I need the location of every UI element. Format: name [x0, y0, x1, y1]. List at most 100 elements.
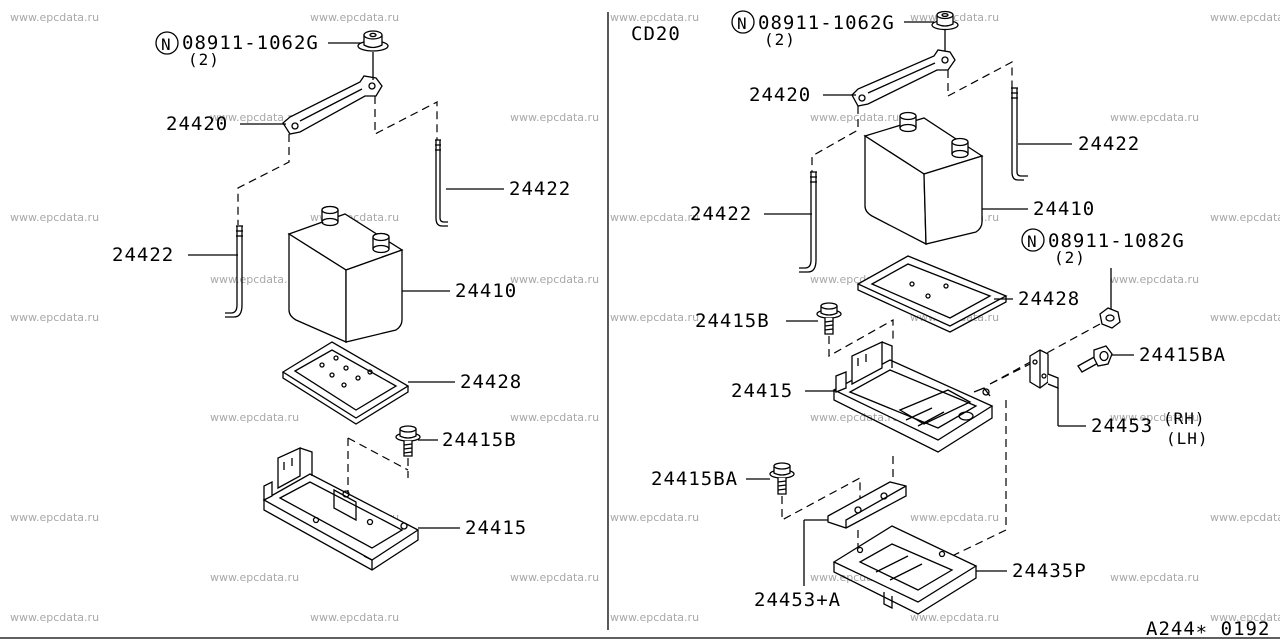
n-symbol-icon [1021, 228, 1045, 252]
flange-nut-icon [931, 10, 959, 60]
battery-hold-bracket-icon [851, 49, 956, 107]
watermark: www.epcdata.ru [810, 111, 899, 124]
callout-24415-right[interactable]: 24415 [731, 380, 836, 402]
watermark: www.epcdata.ru [910, 11, 999, 24]
svg-text:24420: 24420 [166, 113, 228, 135]
watermark: www.epcdata.ru [10, 311, 99, 324]
right-panel: CD20 N 08911-1062G (2) 24420 [631, 10, 1226, 615]
callout-24415b-right[interactable]: 24415B [695, 310, 818, 332]
watermark: www.epcdata.ru [610, 211, 699, 224]
callout-24410-right[interactable]: 24410 [982, 198, 1095, 220]
watermark: www.epcdata.ru [510, 111, 599, 124]
svg-text:24410: 24410 [455, 280, 517, 302]
flange-bolt-icon [769, 462, 795, 495]
watermark-layer: www.epcdata.ru www.epcdata.ru www.epcdat… [10, 11, 1280, 624]
watermark: www.epcdata.ru [1210, 11, 1280, 24]
watermark: www.epcdata.ru [1210, 211, 1280, 224]
assembly-line [989, 363, 1031, 385]
svg-text:24422: 24422 [1078, 133, 1140, 155]
qty-label: (2) [764, 30, 796, 49]
callout-24415-left[interactable]: 24415 [418, 517, 527, 539]
svg-text:24422: 24422 [509, 178, 571, 200]
watermark: www.epcdata.ru [510, 273, 599, 286]
callout-24420-right[interactable]: 24420 [749, 84, 856, 106]
watermark: www.epcdata.ru [10, 11, 99, 24]
svg-text:24428: 24428 [1018, 288, 1080, 310]
svg-text:N: N [1027, 232, 1038, 251]
nut-callout-right-top[interactable]: N 08911-1062G (2) [731, 10, 934, 49]
callout-24422-right-b[interactable]: 24422 [690, 203, 812, 225]
watermark: www.epcdata.ru [510, 411, 599, 424]
svg-text:24415BA: 24415BA [1139, 344, 1226, 366]
watermark: www.epcdata.ru [1110, 571, 1199, 584]
watermark: www.epcdata.ru [910, 511, 999, 524]
callout-24422-right-a[interactable]: 24422 [1018, 133, 1140, 155]
nut-callout-right-mid[interactable]: N 08911-1082G (2) [1021, 228, 1185, 310]
assembly-line [781, 476, 861, 522]
svg-text:24415BA: 24415BA [651, 468, 738, 490]
hook-rod-icon [435, 139, 448, 227]
callout-24428-right[interactable]: 24428 [994, 288, 1080, 310]
watermark: www.epcdata.ru [10, 211, 99, 224]
callout-24415b-left[interactable]: 24415B [418, 429, 517, 451]
watermark: www.epcdata.ru [1210, 511, 1280, 524]
assembly-line [374, 96, 438, 140]
svg-text:24410: 24410 [1033, 198, 1095, 220]
watermark: www.epcdata.ru [610, 611, 699, 624]
n-symbol-icon [155, 31, 179, 55]
assembly-line [811, 106, 859, 172]
callout-24435p-right[interactable]: 24435P [976, 560, 1087, 582]
battery-hold-bracket-icon [282, 52, 383, 135]
svg-text:24453+A: 24453+A [754, 589, 841, 611]
svg-text:24453: 24453 [1091, 415, 1153, 437]
support-plate-icon [832, 525, 978, 615]
callout-24415ba-right[interactable]: 24415BA [1112, 344, 1226, 366]
callout-24422-left-a[interactable]: 24422 [446, 178, 571, 200]
assembly-line [951, 400, 1007, 557]
battery-support-icon [832, 340, 994, 453]
watermark: www.epcdata.ru [1210, 311, 1280, 324]
part-label: 08911-1062G [758, 12, 895, 34]
watermark: www.epcdata.ru [310, 611, 399, 624]
battery-icon [863, 111, 984, 246]
qty-label: (2) [188, 50, 220, 69]
watermark: www.epcdata.ru [610, 311, 699, 324]
battery-tray-icon [281, 341, 410, 425]
left-panel: N 08911-1062G (2) 24420 [112, 30, 571, 571]
part-label: 08911-1062G [182, 32, 319, 54]
callout-24453-right[interactable]: 24453 (RH) (LH) [1057, 388, 1209, 448]
svg-text:24435P: 24435P [1012, 560, 1087, 582]
svg-text:24415B: 24415B [695, 310, 770, 332]
n-symbol-icon [731, 10, 755, 34]
callout-24415ba-left[interactable]: 24415BA [651, 468, 770, 490]
assembly-line [989, 323, 1101, 385]
mount-bracket-icon [1029, 349, 1059, 389]
mount-bracket-icon [827, 481, 907, 529]
callout-24410-left[interactable]: 24410 [402, 280, 517, 302]
svg-text:N: N [161, 35, 172, 54]
svg-text:N: N [737, 14, 748, 33]
watermark: www.epcdata.ru [210, 111, 299, 124]
hook-rod-icon [225, 225, 243, 318]
watermark: www.epcdata.ru [10, 511, 99, 524]
callout-24428-left[interactable]: 24428 [408, 371, 522, 393]
nut-callout-left[interactable]: N 08911-1062G (2) [155, 31, 362, 69]
watermark: www.epcdata.ru [610, 11, 699, 24]
callout-24420-left[interactable]: 24420 [166, 113, 286, 135]
flange-bolt-icon [1077, 345, 1113, 373]
watermark: www.epcdata.ru [1110, 411, 1199, 424]
callout-24422-left-b[interactable]: 24422 [112, 244, 238, 266]
watermark: www.epcdata.ru [1210, 611, 1280, 624]
svg-text:24428: 24428 [460, 371, 522, 393]
watermark: www.epcdata.ru [310, 11, 399, 24]
callout-24453a-right[interactable]: 24453+A [754, 519, 841, 611]
watermark: www.epcdata.ru [1110, 273, 1199, 286]
svg-text:24422: 24422 [112, 244, 174, 266]
watermark: www.epcdata.ru [910, 611, 999, 624]
hook-rod-icon [799, 171, 817, 273]
battery-icon [287, 205, 404, 343]
variant-label: CD20 [631, 23, 681, 45]
assembly-line [828, 318, 894, 358]
flange-nut-icon [1099, 307, 1121, 329]
